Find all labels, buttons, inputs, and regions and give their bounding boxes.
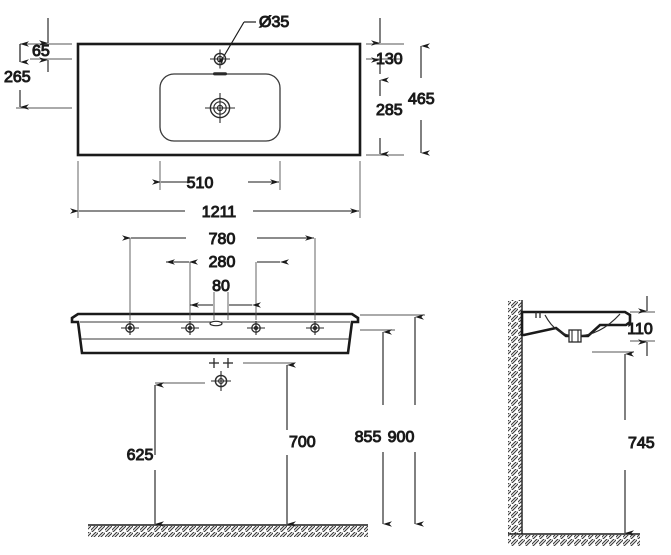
dim-1211: 1211 [70,161,361,222]
dim-625: 625 [126,382,205,527]
dim-265: 265 [4,41,72,110]
dim-1211-label: 1211 [202,204,237,221]
side-waste-outlet [568,329,582,343]
dim-465-label: 465 [408,91,435,108]
dim-700-label: 700 [289,434,316,451]
dim-285: 285 [366,77,404,157]
dim-900: 900 [360,314,425,527]
dim-625-label: 625 [127,447,154,464]
dim-65: 65 [26,18,72,72]
dim-80: 80 [190,278,261,320]
dim-110-label: 110 [627,321,653,338]
dim-65-label: 65 [32,43,50,60]
overflow-slot [213,72,227,76]
floor-line-side [508,533,640,546]
dim-855: 855 [354,329,395,527]
dim-780: 780 [122,231,316,320]
side-view: 110 745 [508,296,655,546]
dim-285-label: 285 [376,102,403,119]
side-overflow-mark [535,312,541,318]
front-tap-hole-4 [306,321,324,335]
dim-280-label: 280 [209,254,236,271]
top-view: Ø35 65 265 130 [4,14,436,222]
wall-section [508,300,523,534]
dim-130-label: 130 [376,51,403,68]
dim-745-label: 745 [628,435,655,452]
dim-130: 130 [366,18,404,74]
front-fixing-marks [209,358,233,368]
front-overflow-slot [209,320,223,327]
dim-80-label: 80 [212,278,230,295]
tap-hole-leader [217,21,256,66]
dim-855-label: 855 [355,429,382,446]
dim-510-label: 510 [187,175,214,192]
front-tap-hole-2 [181,321,199,335]
front-view-outline [70,312,360,355]
front-waste-outlet [211,371,231,391]
dim-280: 280 [166,254,289,320]
side-basin-outline [520,310,632,338]
dim-780-label: 780 [209,231,236,248]
floor-line-front [88,524,368,537]
drain-waste [205,93,235,123]
front-tap-hole-1 [121,321,139,335]
dim-900-label: 900 [388,429,415,446]
top-view-outline-inner [80,46,358,153]
dim-700: 700 [243,362,316,527]
dim-265-label: 265 [4,69,31,86]
dim-110: 110 [627,296,655,356]
front-view: 780 280 80 625 [70,231,425,537]
front-tap-hole-3 [247,321,265,335]
label-diameter-35: Ø35 [259,14,289,31]
dim-465: 465 [408,43,435,156]
dim-510: 510 [152,161,281,193]
dim-745: 745 [592,351,655,536]
